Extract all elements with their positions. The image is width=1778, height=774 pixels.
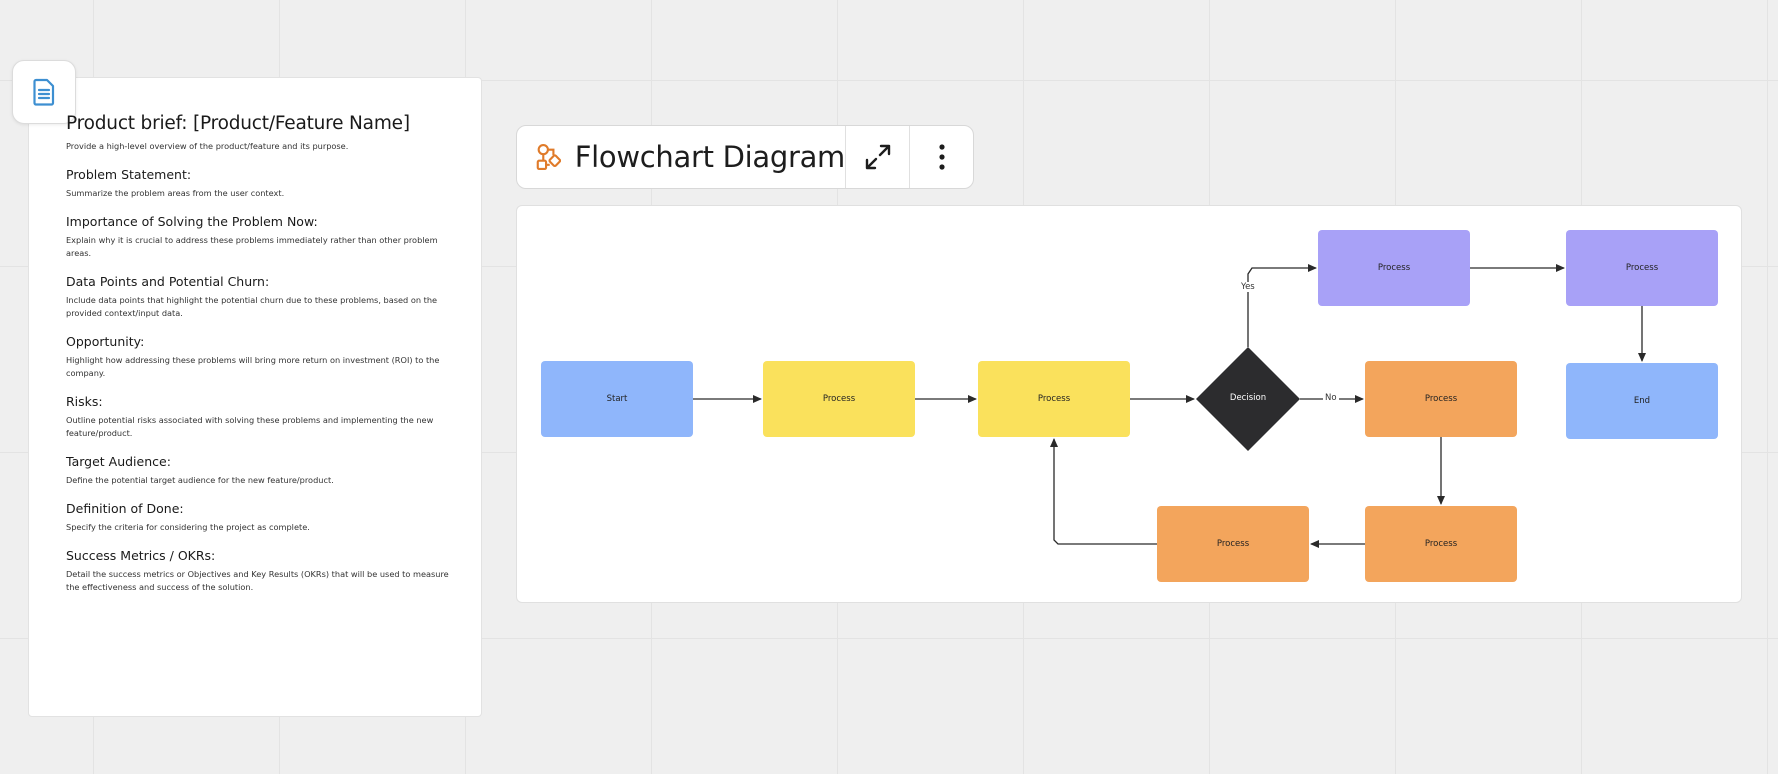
doc-section: Definition of Done: Specify the criteria … xyxy=(66,501,456,534)
section-heading: Target Audience: xyxy=(66,454,171,469)
flow-node-label: Process xyxy=(1424,394,1458,404)
section-body: Summarize the problem areas from the use… xyxy=(66,188,285,198)
flowchart-title: Flowchart Diagram xyxy=(574,140,846,174)
flow-edge[interactable] xyxy=(1247,264,1317,347)
section-body: Include data points that highlight the p… xyxy=(66,295,438,318)
flowchart-toolbar: Flowchart Diagram xyxy=(516,125,974,189)
flow-node-label: Process xyxy=(822,394,856,404)
flowchart-edges xyxy=(693,264,1646,548)
section-heading: Success Metrics / OKRs: xyxy=(66,548,216,563)
section-heading: Opportunity: xyxy=(66,334,145,349)
document-icon xyxy=(33,78,55,106)
flow-node-p-yes2[interactable]: Process xyxy=(1566,230,1718,306)
flow-node-label: Process xyxy=(1424,539,1458,549)
more-options-button[interactable] xyxy=(909,126,973,188)
doc-section: Importance of Solving the Problem Now: Ex… xyxy=(66,214,456,260)
flow-node-p-no3[interactable]: Process xyxy=(1157,506,1309,582)
doc-section: Risks: Outline potential risks associated… xyxy=(66,394,456,440)
section-body: Define the potential target audience for… xyxy=(66,475,334,485)
more-vertical-icon xyxy=(938,144,945,170)
section-heading: Importance of Solving the Problem Now: xyxy=(66,214,318,229)
section-heading: Definition of Done: xyxy=(66,501,184,516)
doc-section: Success Metrics / OKRs: Detail the succes… xyxy=(66,548,456,594)
section-body: Highlight how addressing these problems … xyxy=(66,355,440,378)
flow-edge-label: No xyxy=(1323,393,1339,403)
flow-node-label: Start xyxy=(606,394,628,404)
document-badge[interactable] xyxy=(12,60,76,124)
doc-intro: Provide a high-level overview of the pro… xyxy=(66,141,349,151)
flow-edge[interactable] xyxy=(1050,438,1157,545)
flow-node-label: Process xyxy=(1377,263,1411,273)
flow-node-label: Process xyxy=(1216,539,1250,549)
section-heading: Risks: xyxy=(66,394,103,409)
doc-section: Data Points and Potential Churn: Include … xyxy=(66,274,456,320)
flow-node-p1[interactable]: Process xyxy=(763,361,915,437)
section-heading: Problem Statement: xyxy=(66,167,192,182)
flow-node-decision[interactable] xyxy=(1196,347,1300,451)
section-body: Outline potential risks associated with … xyxy=(66,415,434,438)
flowchart-title-area[interactable]: Flowchart Diagram xyxy=(517,126,845,188)
flow-node-start[interactable]: Start xyxy=(541,361,693,437)
product-brief-card[interactable] xyxy=(28,77,482,717)
flow-edge-label: Yes xyxy=(1239,282,1257,292)
expand-icon xyxy=(865,144,890,170)
flowchart-icon xyxy=(536,143,561,171)
section-body: Specify the criteria for considering the… xyxy=(66,522,310,532)
section-body: Explain why it is crucial to address the… xyxy=(66,235,438,258)
doc-section: Opportunity: Highlight how addressing the… xyxy=(66,334,456,380)
doc-title: Product brief: [Product/Feature Name] xyxy=(66,113,410,134)
flow-node-label: Decision xyxy=(1229,393,1267,403)
flow-node-p-no2[interactable]: Process xyxy=(1365,506,1517,582)
flow-node-label: Process xyxy=(1625,263,1659,273)
doc-section: Problem Statement: Summarize the problem … xyxy=(66,167,456,200)
product-brief-content: Product brief: [Product/Feature Name] Pr… xyxy=(66,113,456,594)
flow-node-end[interactable]: End xyxy=(1566,363,1718,439)
section-heading: Data Points and Potential Churn: xyxy=(66,274,270,289)
flow-node-p-no1[interactable]: Process xyxy=(1365,361,1517,437)
expand-button[interactable] xyxy=(845,126,909,188)
doc-section: Target Audience: Define the potential tar… xyxy=(66,454,456,487)
flow-node-label: Process xyxy=(1037,394,1071,404)
flow-node-label: End xyxy=(1633,396,1651,406)
section-body: Detail the success metrics or Objectives… xyxy=(66,569,449,592)
flow-node-p-yes1[interactable]: Process xyxy=(1318,230,1470,306)
flow-node-p2[interactable]: Process xyxy=(978,361,1130,437)
